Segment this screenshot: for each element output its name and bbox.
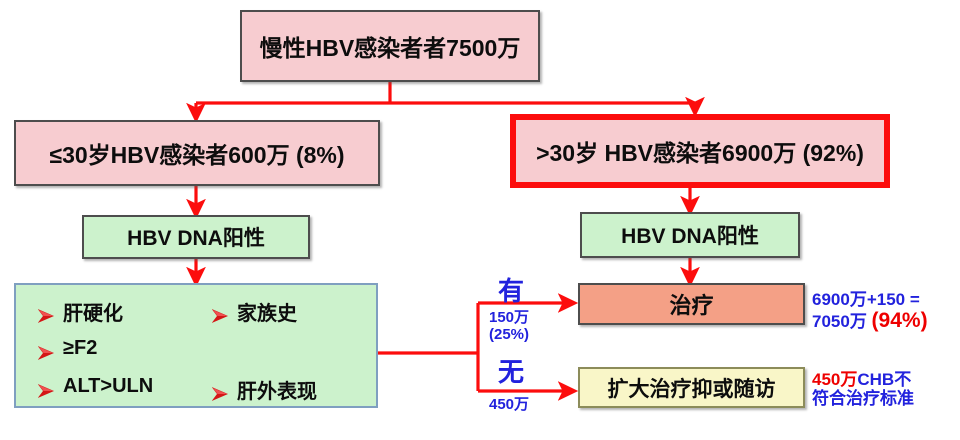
branch-label-no-text: 无 [498, 357, 525, 387]
list-item: ≥F2 [37, 337, 98, 360]
annotation-chb-text: CHB不 [857, 370, 912, 389]
node-treatment-criteria-list: 肝硬化 ≥F2 ALT>ULN [14, 283, 378, 408]
branch-count-no: 450万 [489, 396, 530, 414]
red-arrow-bullet-icon [37, 306, 55, 323]
annotation-chb-line2: 符合治疗标准 [812, 389, 914, 409]
branch-count-yes: 150万 [489, 309, 530, 327]
list-item: ALT>ULN [37, 375, 154, 398]
branch-count-yes-text: 150万 [489, 309, 530, 326]
red-arrow-bullet-icon [37, 381, 55, 398]
annotation-chb-not-eligible: 450万CHB不 符合治疗标准 [812, 370, 914, 408]
annotation-treatment-sum-line1: 6900万+150 = [812, 290, 920, 309]
node-age-gt-30-label: >30岁 HBV感染者6900万 (92%) [536, 140, 864, 166]
list-item-label: ALT>ULN [63, 375, 154, 397]
red-arrow-bullet-icon [37, 343, 55, 360]
list-item: 家族史 [211, 297, 297, 326]
list-item-label: 家族史 [237, 303, 297, 325]
node-age-le-30-label: ≤30岁HBV感染者600万 (8%) [49, 142, 345, 168]
red-arrow-bullet-icon [211, 384, 229, 401]
node-total-chronic-hbv: 慢性HBV感染者者7500万 [240, 10, 540, 82]
list-item-label: 肝硬化 [63, 303, 123, 325]
node-expand-treatment-or-followup: 扩大治疗抑或随访 [578, 367, 805, 408]
list-item: 肝外表现 [211, 375, 317, 404]
node-treatment: 治疗 [578, 283, 805, 325]
annotation-treatment-sum: 6900万+150 = 7050万 (94%) [812, 290, 928, 333]
list-item-label: 肝外表现 [237, 381, 317, 403]
node-age-le-30: ≤30岁HBV感染者600万 (8%) [14, 120, 380, 186]
branch-label-yes: 有 [498, 276, 525, 306]
annotation-sum-total: 7050万 [812, 312, 872, 332]
branch-pct-yes-text: (25%) [489, 326, 530, 343]
node-hbv-dna-positive-left: HBV DNA阳性 [82, 215, 310, 259]
branch-count-no-text: 450万 [489, 396, 530, 413]
annotation-chb-line1: 450万CHB不 [812, 370, 914, 389]
list-item-label: ≥F2 [63, 337, 98, 359]
annotation-sum-percent: (94%) [871, 309, 928, 333]
node-expand-treatment-or-followup-label: 扩大治疗抑或随访 [607, 377, 776, 401]
node-hbv-dna-positive-left-label: HBV DNA阳性 [127, 227, 265, 250]
red-arrow-bullet-icon [211, 306, 229, 323]
branch-label-yes-text: 有 [498, 276, 525, 306]
annotation-treatment-sum-line2: 7050万 (94%) [812, 309, 928, 333]
branch-pct-yes: (25%) [489, 326, 530, 344]
branch-label-no: 无 [498, 357, 525, 387]
list-item: 肝硬化 [37, 297, 123, 326]
node-hbv-dna-positive-right-label: HBV DNA阳性 [621, 225, 759, 248]
annotation-chb-count: 450万 [812, 370, 858, 389]
node-total-chronic-hbv-label: 慢性HBV感染者者7500万 [259, 35, 521, 61]
node-age-gt-30-highlighted: >30岁 HBV感染者6900万 (92%) [510, 114, 890, 188]
node-treatment-label: 治疗 [669, 293, 714, 318]
node-hbv-dna-positive-right: HBV DNA阳性 [580, 212, 800, 258]
